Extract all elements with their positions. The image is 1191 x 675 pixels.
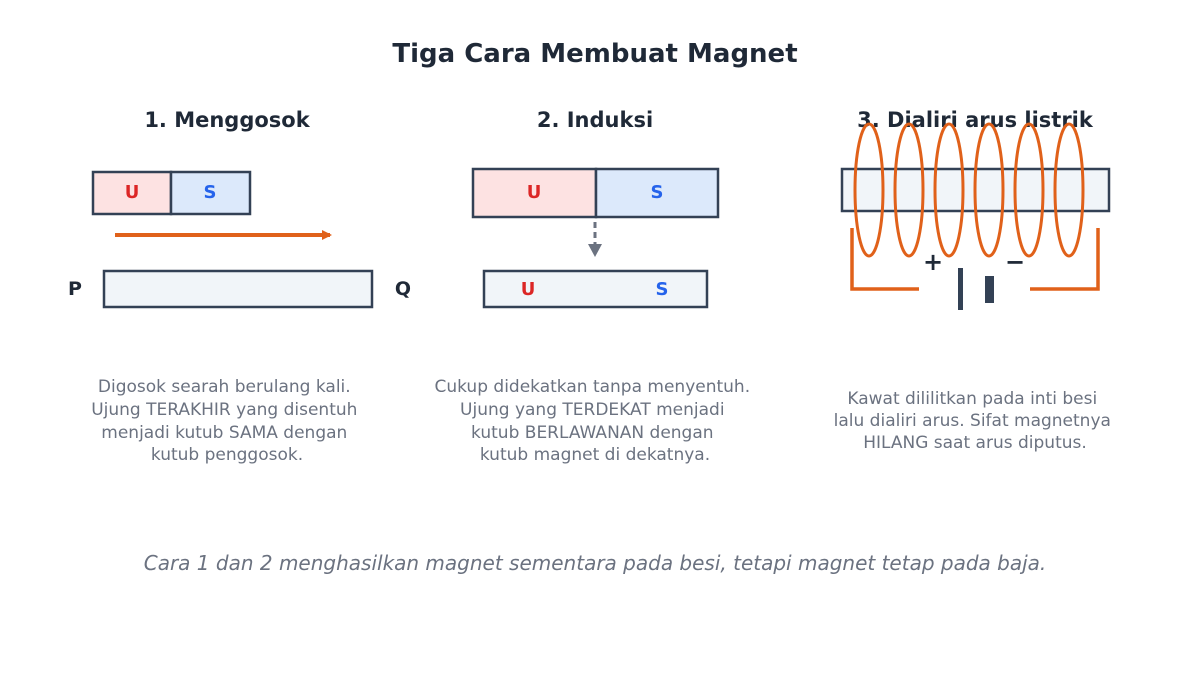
- north-pole-label: U: [527, 182, 542, 203]
- coil-loop: [893, 122, 925, 258]
- south-pole-label: S: [651, 182, 664, 203]
- magnet-south-half: [594, 167, 720, 219]
- panel-rubbing: 1. Menggosok U S P Q Digosok searah beru…: [68, 108, 411, 465]
- panel-description: Cukup didekatkan tanpa menyentuh. Ujung …: [434, 377, 755, 465]
- wire-coil: [853, 122, 1085, 258]
- induced-north-label: U: [521, 279, 536, 300]
- circuit-wire: [850, 228, 1100, 291]
- coil-loop: [1053, 122, 1085, 258]
- description-line: kutub magnet di dekatnya.: [480, 445, 710, 465]
- magnet-north-half: [471, 167, 598, 219]
- minus-sign: −: [1005, 248, 1025, 276]
- magnet-south-half: [169, 170, 252, 216]
- induction-arrow: [588, 222, 602, 257]
- rubbing-magnet: U S: [91, 170, 252, 216]
- description-line: kutub penggosok.: [151, 445, 303, 465]
- iron-bar: [102, 269, 374, 309]
- induced-iron-bar: U S: [482, 269, 709, 309]
- description-line: kutub BERLAWANAN dengan: [471, 423, 714, 443]
- end-label-p: P: [68, 278, 82, 300]
- description-line: Digosok searah berulang kali.: [98, 377, 351, 397]
- inducing-magnet: U S: [471, 167, 720, 219]
- description-line: HILANG saat arus diputus.: [863, 433, 1087, 453]
- induced-south-label: S: [656, 279, 669, 300]
- description-line: Ujung TERAKHIR yang disentuh: [91, 400, 357, 420]
- iron-bar: [482, 269, 709, 309]
- description-line: lalu dialiri arus. Sifat magnetnya: [834, 411, 1111, 431]
- magnet-north-half: [91, 170, 173, 216]
- coil-loop: [933, 122, 965, 258]
- description-line: menjadi kutub SAMA dengan: [101, 423, 347, 443]
- coil-loop: [853, 122, 885, 258]
- south-pole-label: S: [204, 182, 217, 203]
- battery-icon: [958, 268, 994, 310]
- footnote: Cara 1 dan 2 menghasilkan magnet sementa…: [144, 551, 1047, 575]
- north-pole-label: U: [125, 182, 140, 203]
- panel-description: Digosok searah berulang kali. Ujung TERA…: [91, 377, 363, 465]
- end-label-q: Q: [395, 278, 411, 300]
- page-title: Tiga Cara Membuat Magnet: [392, 39, 797, 69]
- coil-loop: [973, 122, 1005, 258]
- panel-description: Kawat dililitkan pada inti besi lalu dia…: [834, 389, 1117, 453]
- description-line: Kawat dililitkan pada inti besi: [847, 389, 1097, 409]
- panel-heading: 2. Induksi: [537, 108, 653, 132]
- coil-loop: [1013, 122, 1045, 258]
- plus-sign: +: [923, 248, 943, 276]
- panel-heading: 1. Menggosok: [144, 108, 310, 132]
- panel-heading: 3. Dialiri arus listrik: [857, 108, 1094, 132]
- panel-electric-current: 3. Dialiri arus listrik + − Kawat dilili…: [834, 108, 1117, 453]
- description-line: Cukup didekatkan tanpa menyentuh.: [434, 377, 750, 397]
- panel-induction: 2. Induksi U S U S Cukup didekatkan tanp…: [434, 108, 755, 465]
- description-line: Ujung yang TERDEKAT menjadi: [460, 400, 725, 420]
